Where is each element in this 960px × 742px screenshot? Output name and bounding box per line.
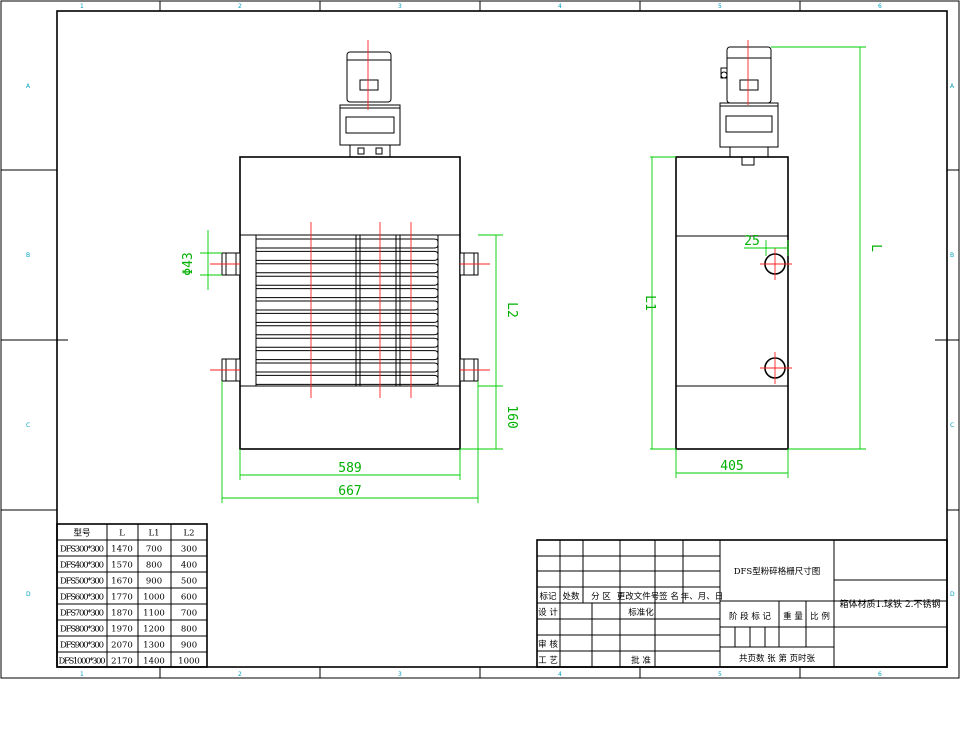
label-stage-mark: 阶 段 标 记 <box>729 611 772 622</box>
spec-table-cell: 1470 <box>111 545 133 555</box>
label-scale: 比 例 <box>810 611 830 622</box>
dim-phi43: Φ43 <box>181 252 196 275</box>
title-block: DFS型粉碎格栅尺寸图 箱体材质1.球铁 2.不锈钢 标记 处数 分 区 更改文… <box>536 539 948 668</box>
spec-table-cell: 1970 <box>111 625 133 635</box>
spec-table-cell: 300 <box>181 545 197 555</box>
rev-header-count: 处数 <box>562 591 580 602</box>
rev-header-docno: 更改文件号 <box>617 591 660 602</box>
zone-right-d: D <box>950 591 955 598</box>
dim-l2: L2 <box>504 302 519 318</box>
rev-header-mark: 标记 <box>539 591 557 602</box>
zone-bottom-3: 3 <box>398 671 402 678</box>
spec-table-cell: 1200 <box>143 625 165 635</box>
zone-left-b: B <box>26 252 30 259</box>
spec-table-cell: 1670 <box>111 577 133 587</box>
spec-table-cell: 1000 <box>143 593 165 603</box>
zone-right-b: B <box>950 252 954 259</box>
zone-top-6: 6 <box>878 3 882 10</box>
zone-right-a: A <box>950 83 955 90</box>
spec-table-cell: DFS400*300 <box>60 561 104 571</box>
zone-top-1: 1 <box>80 3 84 10</box>
zone-top-4: 4 <box>558 3 562 10</box>
spec-table-cell: DFS500*300 <box>60 577 104 587</box>
label-weight: 重 量 <box>783 611 803 622</box>
spec-table-cell: 2070 <box>111 641 133 651</box>
front-motor-body <box>346 51 392 103</box>
spec-table-cell: 1400 <box>143 657 165 667</box>
rev-header-sign: 签 名 <box>659 591 679 602</box>
spec-table-cell: DFS900*300 <box>60 641 104 651</box>
spec-table-cell: DFS300*300 <box>60 545 104 555</box>
zone-bottom-6: 6 <box>878 671 882 678</box>
spec-table-cell: 600 <box>181 593 197 603</box>
side-housing <box>675 156 789 450</box>
zone-bottom-5: 5 <box>718 671 722 678</box>
zone-top-3: 3 <box>398 3 402 10</box>
spec-table-cell: 1770 <box>111 593 133 603</box>
label-sheets: 共页数 张 第 页时张 <box>739 653 816 664</box>
label-design: 设 计 <box>538 607 558 618</box>
spec-table-cell: DFS700*300 <box>60 609 104 619</box>
zone-left-c: C <box>26 422 30 429</box>
zone-top-2: 2 <box>238 3 242 10</box>
front-view: Φ43 L2 160 589 667 <box>181 40 519 503</box>
dim-589: 589 <box>338 461 361 476</box>
spec-table-cell: 900 <box>181 641 197 651</box>
zone-right-c: C <box>950 422 954 429</box>
spec-table-cell: 2170 <box>111 657 133 667</box>
spec-table-cell: DFS600*300 <box>60 593 104 603</box>
spec-table-cell: 700 <box>146 545 162 555</box>
dim-25: 25 <box>744 234 760 249</box>
spec-table-cell: 800 <box>181 625 197 635</box>
spec-table-cell: 1570 <box>111 561 133 571</box>
spec-table-cell: 1870 <box>111 609 133 619</box>
spec-table-cell: 800 <box>146 561 162 571</box>
label-process: 工 艺 <box>538 656 558 666</box>
dim-160: 160 <box>504 405 519 428</box>
dim-l: L <box>868 244 883 252</box>
spec-table-cell: 900 <box>146 577 162 587</box>
side-motor-body <box>726 46 772 104</box>
drawing-title: DFS型粉碎格栅尺寸图 <box>734 566 821 577</box>
side-view: 25 L1 L 405 <box>642 40 883 478</box>
spec-header-cell: L1 <box>148 529 159 539</box>
dim-667: 667 <box>338 484 361 499</box>
spec-table-cell: 700 <box>181 609 197 619</box>
zone-top-5: 5 <box>718 3 722 10</box>
spec-table-cell: DFS800*300 <box>60 625 104 635</box>
front-dimensions: Φ43 L2 160 589 667 <box>181 230 519 503</box>
spec-header-cell: 型号 <box>73 529 90 539</box>
spec-table-cell: 1100 <box>143 609 165 619</box>
inlet-flanges <box>221 252 479 382</box>
dim-l1: L1 <box>642 295 657 311</box>
label-approve: 批 准 <box>631 655 651 666</box>
spec-table-cell: 1300 <box>143 641 165 651</box>
side-dimensions: 25 L1 L 405 <box>642 46 883 478</box>
inner-border <box>56 10 948 668</box>
rev-header-zone: 分 区 <box>591 592 611 602</box>
front-housing <box>239 156 461 450</box>
dim-405: 405 <box>720 459 743 474</box>
spec-header-cell: L2 <box>183 529 194 539</box>
label-review: 审 核 <box>538 639 558 650</box>
label-standardize: 标准化 <box>628 607 654 618</box>
zone-bottom-1: 1 <box>80 671 84 678</box>
spec-header-cell: L <box>119 529 125 539</box>
zone-marks: 1 2 3 4 5 6 1 2 3 4 5 6 A B C D A B C D <box>1 1 959 678</box>
spec-table-cell: 1000 <box>178 657 200 667</box>
zone-left-d: D <box>26 591 31 598</box>
front-gearbox <box>339 104 401 146</box>
zone-bottom-4: 4 <box>558 671 562 678</box>
spec-table-cell: 500 <box>181 577 197 587</box>
zone-left-a: A <box>26 83 31 90</box>
spec-table-cell: 400 <box>181 561 197 571</box>
rev-header-date: 年、月、日 <box>681 591 724 602</box>
spec-table-cell: DFS1000*300 <box>59 657 106 667</box>
side-gearbox <box>719 102 779 148</box>
zone-bottom-2: 2 <box>238 671 242 678</box>
material-note: 箱体材质1.球铁 2.不锈钢 <box>839 598 940 610</box>
